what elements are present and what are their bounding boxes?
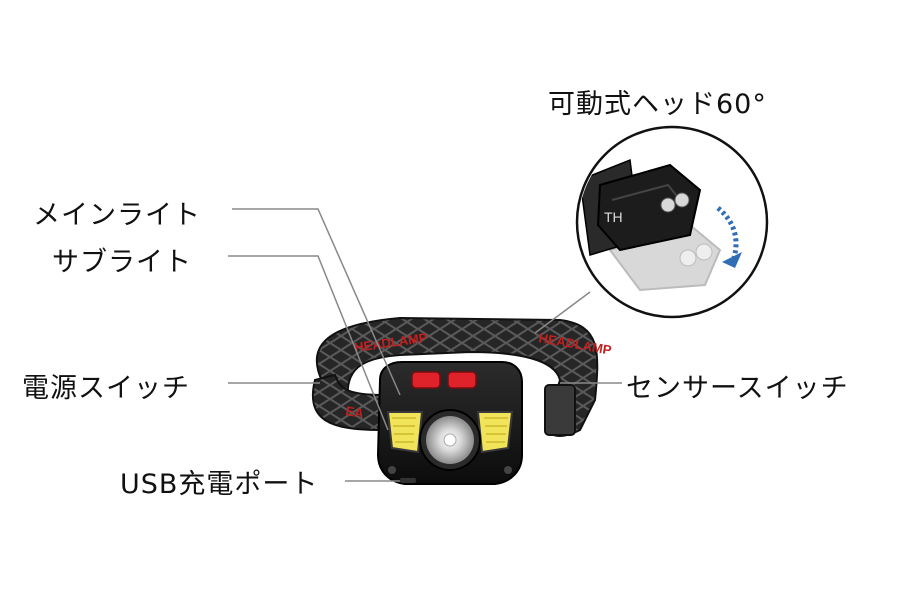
strap-text-lower: EA (344, 403, 365, 421)
inset-leader (534, 291, 591, 334)
pivot-head-label: 可動式ヘッド60° (548, 89, 767, 120)
sensor-switch-label: センサースイッチ (626, 373, 849, 404)
power-switch-label: 電源スイッチ (22, 373, 190, 404)
usb-port-label: USB充電ポート (120, 469, 319, 500)
strap-buckle (544, 384, 576, 436)
sensor-button[interactable] (447, 371, 477, 389)
rotation-arrow-icon (716, 206, 742, 268)
inset-strap-text: TH (604, 209, 623, 225)
power-button[interactable] (411, 371, 441, 389)
main-light-leader (232, 208, 401, 396)
usb-port (400, 478, 416, 483)
pivot-head-inset: TH (575, 125, 769, 319)
lamp-body (376, 361, 523, 485)
leader-lines (228, 208, 622, 482)
sub-light-label: サブライト (52, 247, 192, 278)
sub-light-leader (228, 255, 389, 431)
main-light-label: メインライト (33, 200, 201, 231)
